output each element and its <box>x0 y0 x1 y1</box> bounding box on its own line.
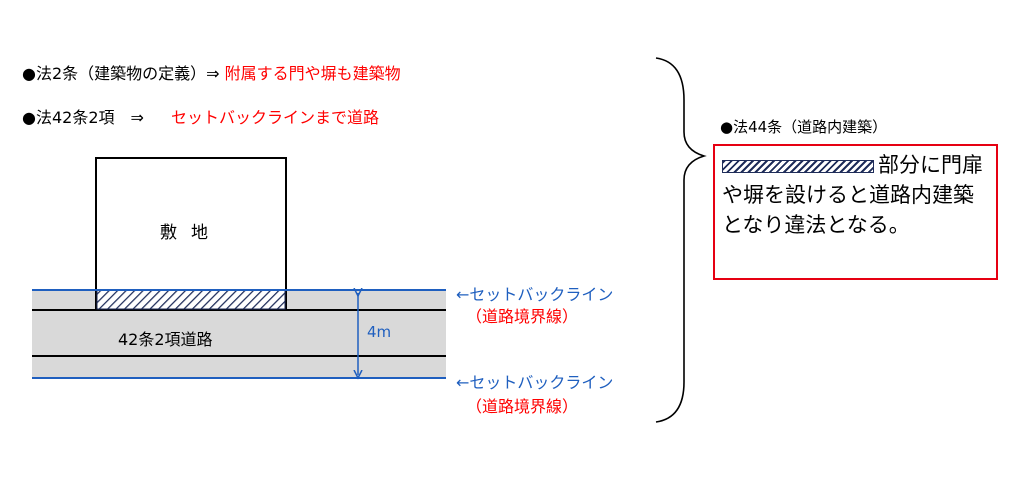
road-label: 42条2項道路 <box>118 330 213 349</box>
setback-hatch <box>96 289 286 310</box>
hatch-legend-swatch <box>722 159 874 173</box>
note-body: 部分に門扉や塀を設けると道路内建築となり違法となる。 <box>722 153 983 237</box>
article44-title: ●法44条（道路内建築） <box>720 118 888 136</box>
article42-highlight: セットバックラインまで道路 <box>171 108 380 127</box>
lot-box <box>95 157 287 311</box>
curly-brace <box>655 57 707 423</box>
width-label: 4m <box>367 323 392 341</box>
boundary-label-bottom: （道路境界線） <box>466 397 579 416</box>
setback-label-bottom: ←セットバックライン <box>456 373 614 392</box>
setback-label-top: ←セットバックライン <box>456 285 614 304</box>
article2-highlight: 附属する門や塀も建築物 <box>224 64 401 83</box>
article42-prefix: ●法42条2項 ⇒ <box>22 108 144 127</box>
lot-label: 敷地 <box>160 223 222 243</box>
article42-line: ●法42条2項 ⇒ セットバックラインまで道路 <box>22 104 379 128</box>
note-text: 部分に門扉や塀を設けると道路内建築となり違法となる。 <box>722 150 992 240</box>
article2-line: ●法2条（建築物の定義）⇒ 附属する門や塀も建築物 <box>22 60 401 84</box>
boundary-label-top: （道路境界線） <box>466 307 579 326</box>
article2-prefix: ●法2条（建築物の定義）⇒ <box>22 64 220 83</box>
note-box <box>713 144 998 280</box>
